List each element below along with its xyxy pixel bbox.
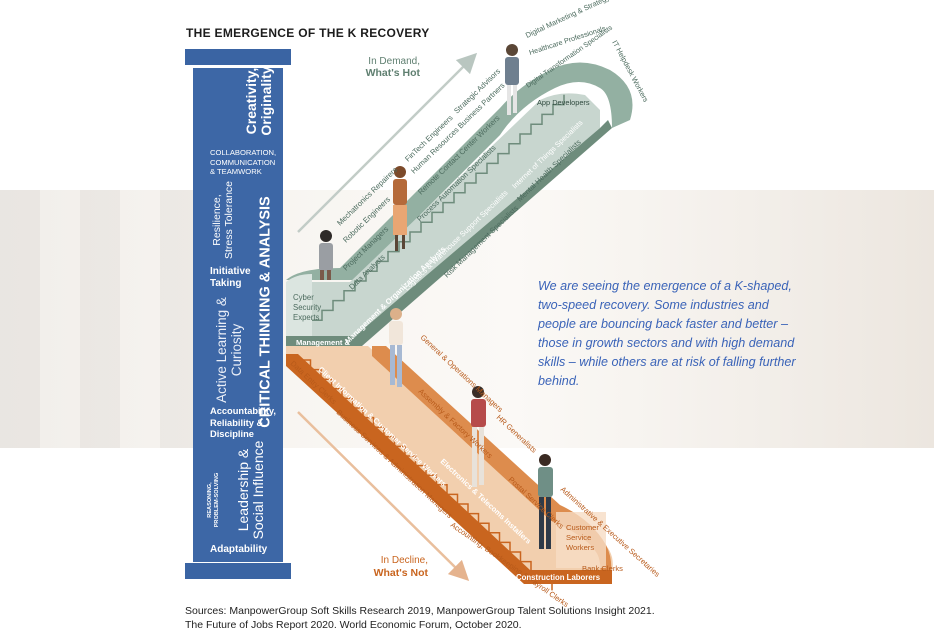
sources-line-1: Sources: ManpowerGroup Soft Skills Resea… [185,605,655,617]
down-landing-panel [556,512,606,568]
up-handrail [286,62,633,280]
pillar-top-cap [185,49,291,65]
skill-accountability: Accountability, Reliability & Discipline [210,406,276,439]
role-cyber-3: Experts [293,313,320,322]
role-hr-generalists: HR Generalists [495,413,539,455]
down-steps-area [286,346,613,582]
page-title: THE EMERGENCE OF THE K RECOVERY [186,26,430,40]
sources-note: Sources: ManpowerGroup Soft Skills Resea… [185,604,655,632]
k-recovery-quote: We are seeing the emergence of a K-shape… [538,279,796,388]
up-landing-panel [286,274,312,336]
up-steps-area [286,93,600,336]
up-steps [300,94,565,331]
person-bottom-down [538,454,553,549]
sources-line-2: The Future of Jobs Report 2020. World Ec… [185,619,522,631]
role-customer-service-3: Workers [566,543,594,552]
person-mid-down [471,386,486,487]
skill-collaboration: COLLABORATION, COMMUNICATION & TEAMWORK [210,148,277,176]
in-decline-label: In Decline, [381,555,428,566]
skill-adaptability: Adaptability [210,544,268,555]
in-demand-label: In Demand, [368,56,420,67]
person-top-down [389,308,403,387]
role-app-developers: App Developers [537,98,590,107]
down-escalator [286,346,613,591]
role-cyber-1: Cyber [293,293,314,302]
person-low-up [319,230,333,280]
role-customer-service-1: Customer [566,523,599,532]
skills-pillar [193,68,283,562]
role-cyber-2: Security [293,303,321,312]
person-mid-up [393,166,407,251]
role-construction: Construction Laborers [516,573,601,582]
down-handrail [372,346,612,582]
down-base-band [286,354,612,584]
whats-hot-label: What's Hot [366,67,421,79]
whats-not-label: What's Not [374,567,429,579]
person-top [505,44,519,115]
skill-initiative: Initiative Taking [210,266,251,289]
role-bank-clerks: Bank Clerks [582,564,623,573]
in-demand-arrow [297,52,478,233]
role-management-prefix: Management & [296,338,351,347]
up-escalator [286,62,633,346]
role-customer-service-2: Service [566,533,591,542]
in-decline-arrow [297,411,470,582]
pillar-bottom-cap [185,563,291,579]
